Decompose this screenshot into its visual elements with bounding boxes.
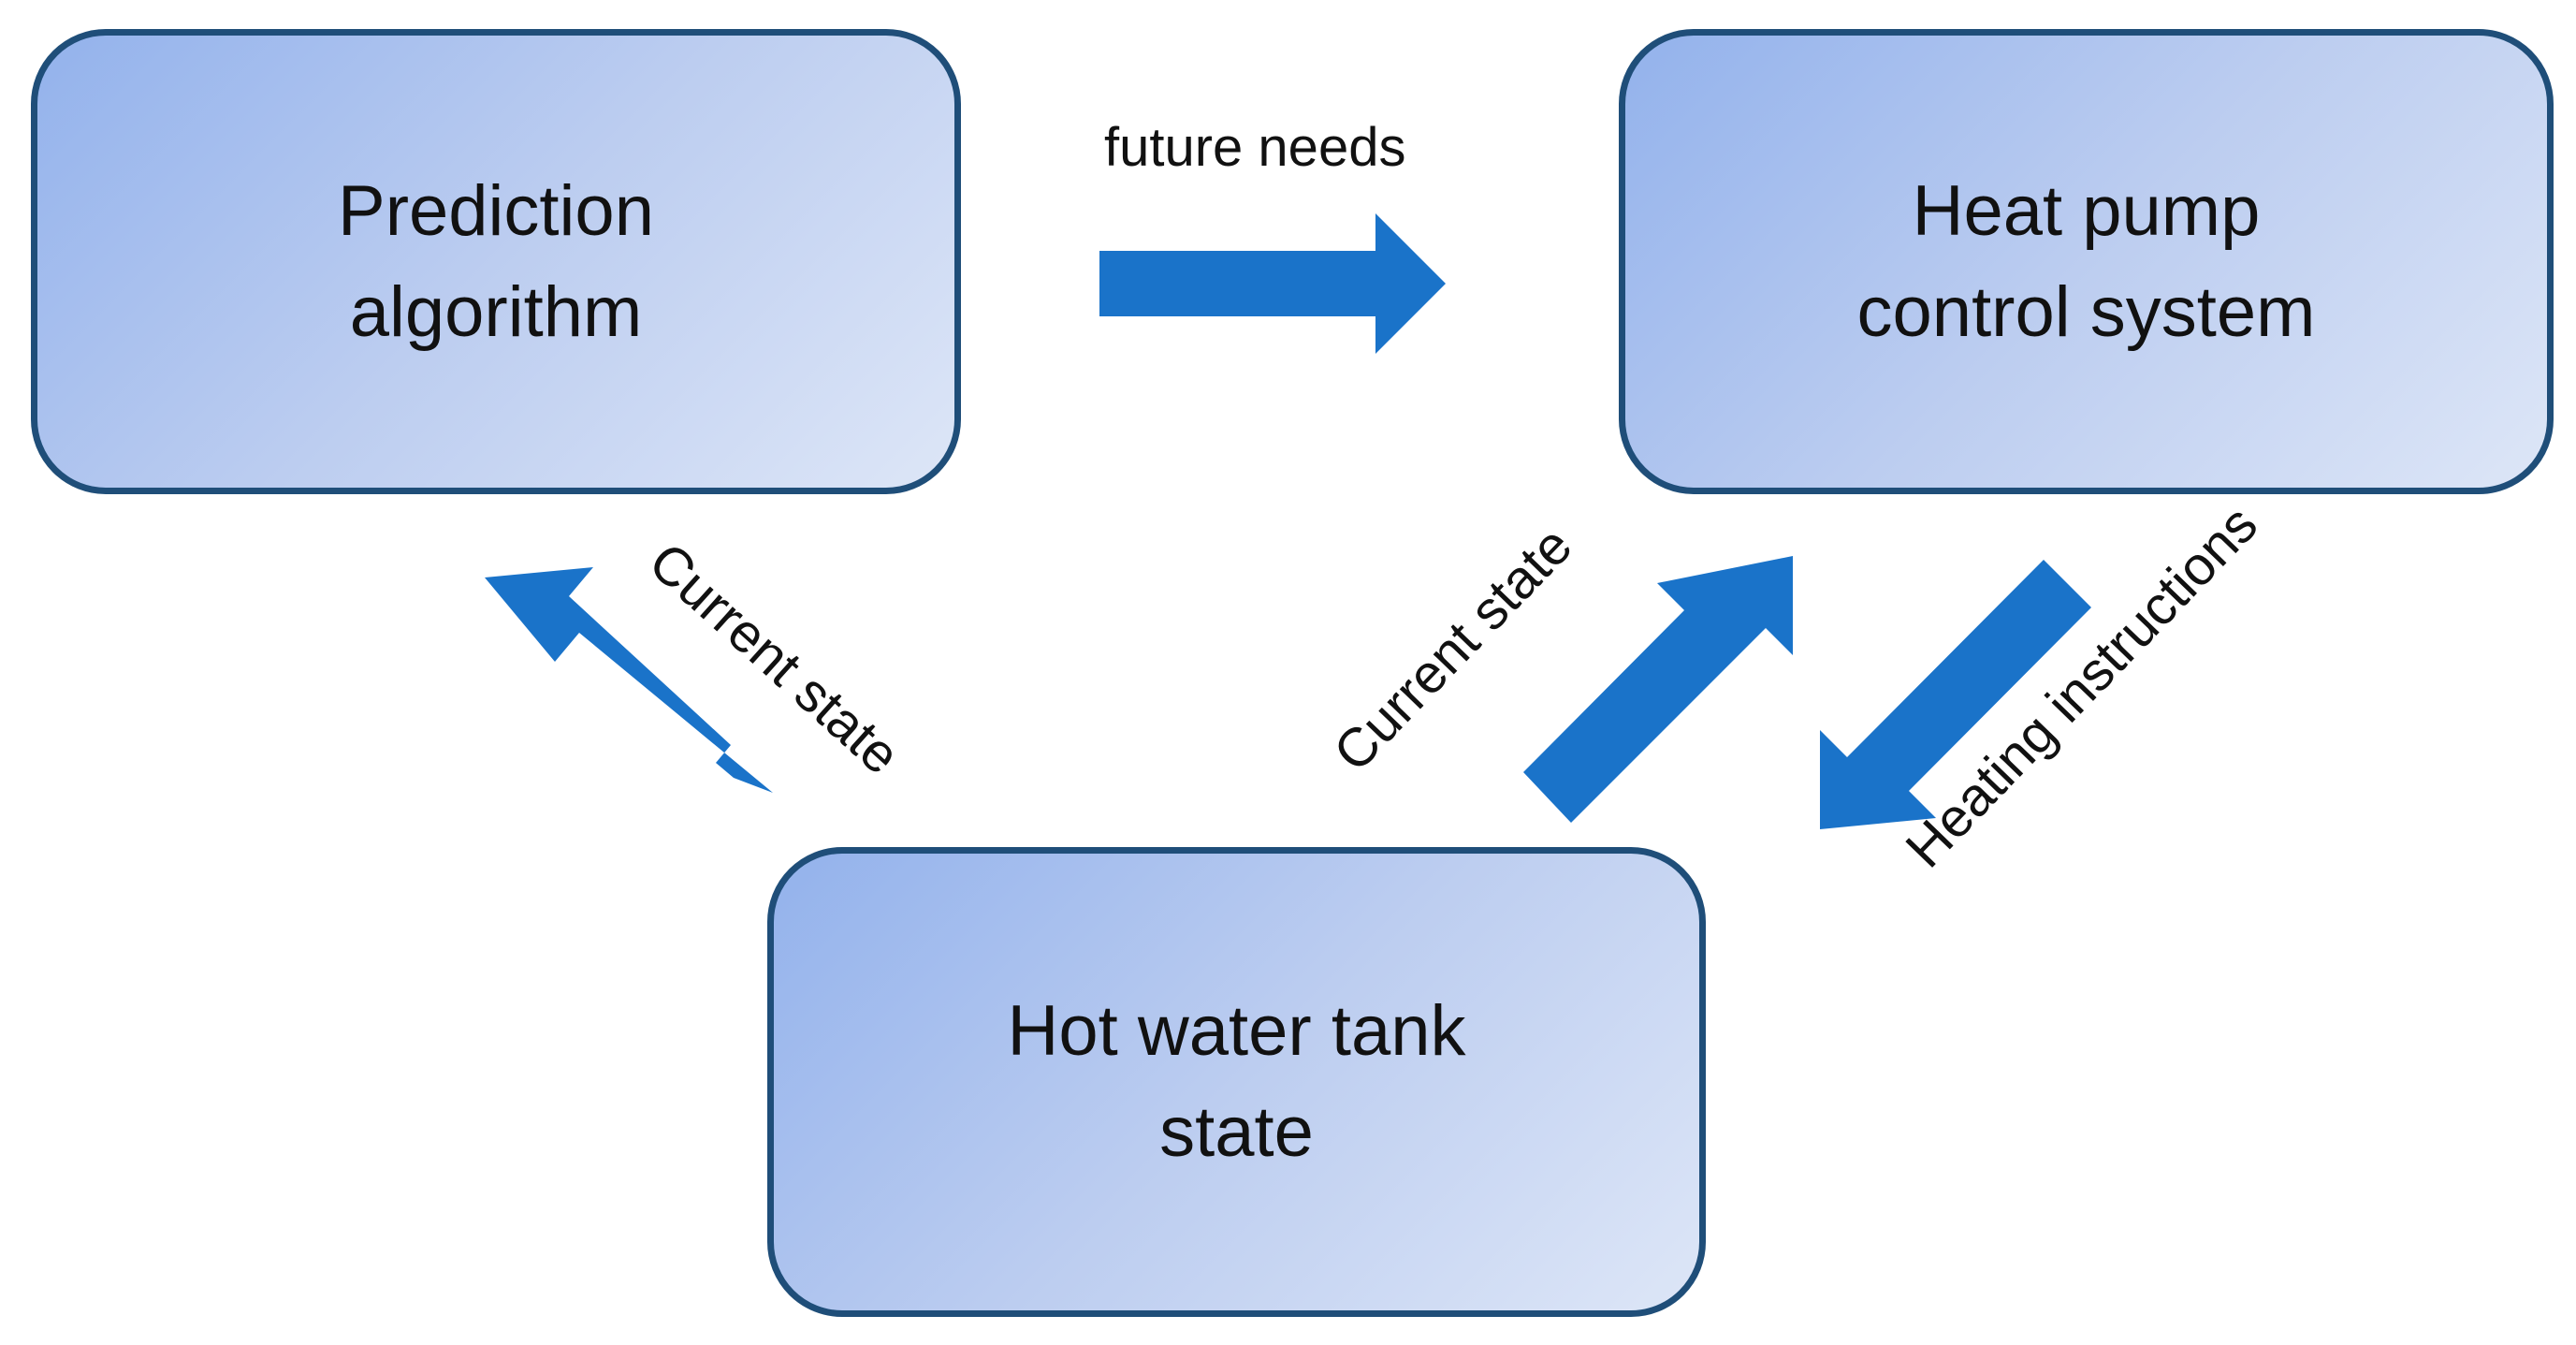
- future-needs-label: future needs: [1104, 117, 1406, 178]
- hot-water-tank-label: Hot water tank state: [1007, 991, 1466, 1172]
- heating-instructions-arrow: [1820, 560, 2091, 829]
- hot-water-tank-box: Hot water tank state: [767, 847, 1706, 1317]
- heat-pump-control-box: Heat pump control system: [1619, 29, 2554, 494]
- heat-pump-control-label: Heat pump control system: [1856, 170, 2316, 352]
- current-state-left-arrow: [485, 567, 773, 793]
- prediction-algorithm-box: Prediction algorithm: [31, 29, 961, 494]
- future-needs-arrow: [1099, 213, 1446, 354]
- current-state-right-arrow: [1523, 556, 1793, 823]
- prediction-algorithm-label: Prediction algorithm: [338, 170, 654, 352]
